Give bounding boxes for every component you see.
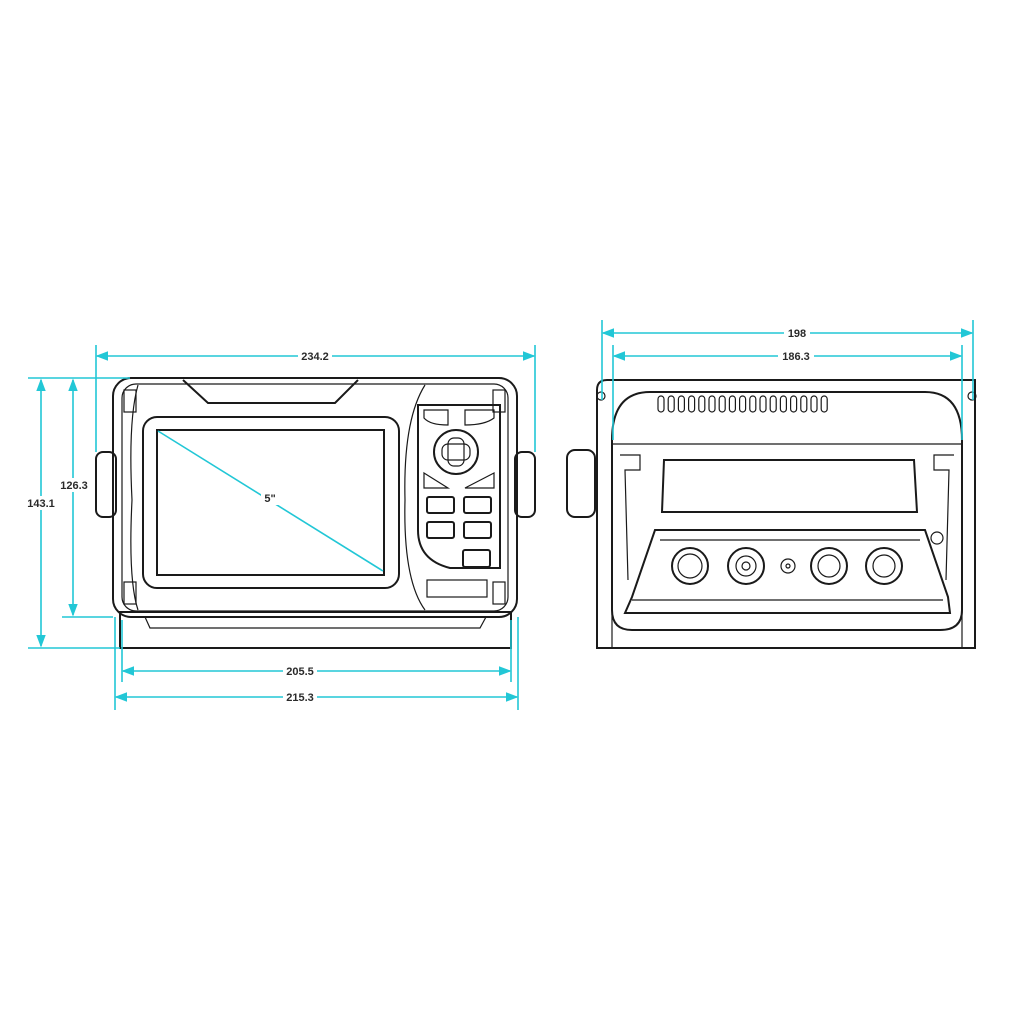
connector-panel	[623, 529, 952, 614]
top-tab	[182, 379, 359, 404]
connector-vent	[780, 558, 796, 574]
d-pad[interactable]	[433, 429, 479, 475]
connector-nmea	[671, 547, 709, 585]
keypad	[417, 404, 501, 598]
vent-slot	[708, 395, 716, 413]
key[interactable]	[426, 496, 455, 514]
screen	[156, 429, 385, 576]
vent-slot	[820, 395, 828, 413]
key[interactable]	[426, 521, 455, 539]
vent-slot	[657, 395, 665, 413]
dim-198: 198	[788, 328, 806, 340]
vent-slot	[687, 395, 696, 413]
front-body-inner	[121, 383, 509, 612]
vent-slot	[667, 395, 675, 413]
key[interactable]	[463, 521, 492, 539]
screen-bezel	[142, 416, 400, 589]
connector-power	[865, 547, 903, 585]
power-key[interactable]	[462, 549, 491, 568]
front-dimensions: 234.2 143.1 126.3 205.5 215.3	[24, 345, 536, 710]
rear-label-area	[660, 459, 919, 513]
rear-dimensions: 198 186.3	[601, 320, 974, 440]
dim-205-5: 205.5	[286, 666, 314, 678]
left-knob	[95, 451, 117, 518]
vent-slot	[779, 395, 788, 413]
mount-hole	[967, 391, 977, 401]
vent-slot	[698, 395, 706, 413]
left-rear-knob	[566, 449, 596, 518]
vent-slot	[800, 395, 808, 413]
vent-slot	[738, 395, 747, 413]
front-view: 5"	[95, 377, 536, 649]
vent-slot	[749, 395, 757, 413]
rear-view	[566, 379, 977, 649]
dim-215-3: 215.3	[286, 692, 314, 704]
screen-size-label: 5"	[264, 493, 275, 505]
mount-hole	[596, 391, 606, 401]
vent-slot	[718, 395, 726, 413]
dim-234-2: 234.2	[301, 351, 329, 363]
vent-slot	[728, 395, 737, 413]
vent-slot	[769, 395, 777, 413]
vent-slot	[810, 395, 818, 413]
rear-bracket	[596, 379, 976, 649]
vent-slot	[677, 395, 686, 413]
connector-transducer	[810, 547, 848, 585]
front-bracket-foot	[144, 616, 487, 629]
label-plate	[426, 579, 488, 598]
dim-143-1: 143.1	[27, 498, 55, 510]
right-knob	[514, 451, 536, 518]
vent-slot	[789, 395, 798, 413]
vent-slot	[759, 395, 767, 413]
dim-186-3: 186.3	[782, 351, 810, 363]
dim-126-3: 126.3	[60, 480, 88, 492]
key[interactable]	[463, 496, 492, 514]
connector-antenna	[727, 547, 765, 585]
ground-screw	[930, 531, 944, 545]
front-body	[112, 377, 518, 618]
vent-slots	[657, 395, 828, 413]
